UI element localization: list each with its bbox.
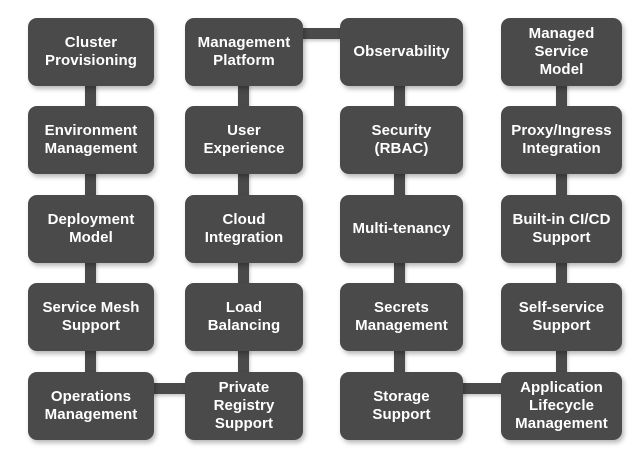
connector-n-0-0-to-n-0-1	[85, 82, 96, 110]
node-n-3-1[interactable]: Proxy/Ingress Integration	[501, 106, 622, 174]
node-n-2-3[interactable]: Secrets Management	[340, 283, 463, 351]
node-n-1-2[interactable]: Cloud Integration	[185, 195, 303, 263]
connector-n-2-2-to-n-2-3	[394, 259, 405, 287]
connector-n-1-2-to-n-1-3	[238, 259, 249, 287]
connector-n-3-1-to-n-3-2	[556, 170, 567, 199]
node-n-2-2[interactable]: Multi-tenancy	[340, 195, 463, 263]
connector-n-2-0-to-n-2-1	[394, 82, 405, 110]
connector-n-3-3-to-n-3-4	[556, 347, 567, 376]
node-n-2-0[interactable]: Observability	[340, 18, 463, 86]
connector-n-0-4-to-n-1-4	[149, 383, 190, 394]
connector-n-1-3-to-n-1-4	[238, 347, 249, 376]
connector-n-2-4-to-n-3-4	[458, 383, 506, 394]
connector-n-1-0-to-n-1-1	[238, 82, 249, 110]
connector-n-3-0-to-n-3-1	[556, 82, 567, 110]
connector-n-2-3-to-n-2-4	[394, 347, 405, 376]
connector-n-1-0-to-n-2-0	[298, 28, 345, 39]
node-n-3-3[interactable]: Self-service Support	[501, 283, 622, 351]
node-n-0-0[interactable]: Cluster Provisioning	[28, 18, 154, 86]
connector-n-0-2-to-n-0-3	[85, 259, 96, 287]
node-n-0-1[interactable]: Environment Management	[28, 106, 154, 174]
node-n-0-3[interactable]: Service Mesh Support	[28, 283, 154, 351]
connector-n-0-1-to-n-0-2	[85, 170, 96, 199]
node-n-0-2[interactable]: Deployment Model	[28, 195, 154, 263]
node-n-2-1[interactable]: Security (RBAC)	[340, 106, 463, 174]
connector-n-3-2-to-n-3-3	[556, 259, 567, 287]
node-n-0-4[interactable]: Operations Management	[28, 372, 154, 440]
node-n-3-0[interactable]: Managed Service Model	[501, 18, 622, 86]
node-n-1-1[interactable]: User Experience	[185, 106, 303, 174]
connector-n-2-1-to-n-2-2	[394, 170, 405, 199]
connector-n-1-1-to-n-1-2	[238, 170, 249, 199]
node-n-1-0[interactable]: Management Platform	[185, 18, 303, 86]
node-n-3-4[interactable]: Application Lifecycle Management	[501, 372, 622, 440]
node-n-3-2[interactable]: Built-in CI/CD Support	[501, 195, 622, 263]
node-n-1-4[interactable]: Private Registry Support	[185, 372, 303, 440]
node-n-1-3[interactable]: Load Balancing	[185, 283, 303, 351]
connector-n-0-3-to-n-0-4	[85, 347, 96, 376]
node-n-2-4[interactable]: Storage Support	[340, 372, 463, 440]
